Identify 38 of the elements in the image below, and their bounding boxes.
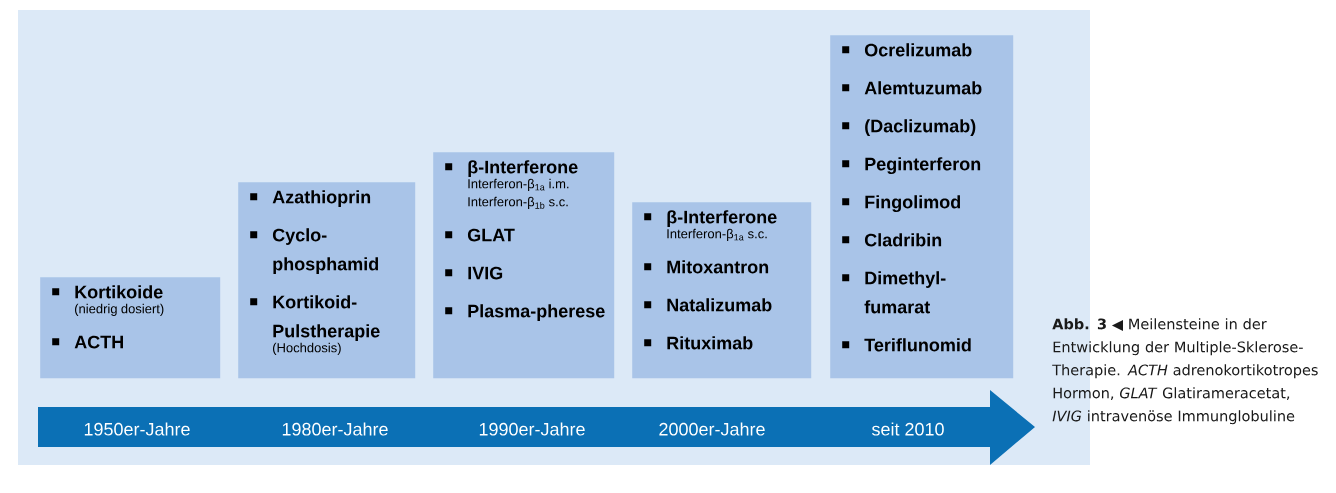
timeline-arrow bbox=[38, 390, 1035, 465]
era-label: 1950er-Jahre bbox=[84, 422, 190, 436]
list-item: Dimethyl-fumarat bbox=[842, 271, 946, 314]
era-label: 2000er-Jahre bbox=[659, 422, 765, 436]
list-item: (Daclizumab) bbox=[842, 119, 976, 136]
list-item: GLAT bbox=[445, 228, 515, 242]
caption: Abb. 3 ◀ Meilensteine in der Entwicklung der Multiple-Sklerose-Therapie. ACTH adrenokortikotropes Hormon, GLAT Glatirameracetat, IVIG intravenöse Immunglobuline bbox=[1052, 318, 1318, 425]
list-item: Alemtuzumab bbox=[842, 81, 982, 95]
era-box bbox=[238, 182, 416, 379]
list-item: Ocrelizumab bbox=[842, 43, 972, 57]
list-item: Fingolimod bbox=[842, 195, 961, 213]
list-item: IVIG bbox=[445, 266, 503, 280]
list-item: Cladribin bbox=[842, 233, 942, 247]
note: Interferon-β$_{1a}$ i.m. bbox=[468, 178, 569, 191]
era-label: 1990er-Jahre bbox=[479, 422, 585, 436]
list-item: Azathioprin bbox=[250, 190, 371, 207]
note: (niedrig dosiert) bbox=[75, 303, 164, 316]
note: (Hochdosis) bbox=[273, 342, 341, 355]
list-item: Kortikoide bbox=[52, 285, 163, 299]
note: Interferon-β$_{1b}$ s.c. bbox=[468, 196, 568, 209]
era-box bbox=[40, 277, 221, 379]
list-item: Natalizumab bbox=[644, 298, 772, 312]
list-item: Mitoxantron bbox=[644, 260, 769, 274]
era-label: seit 2010 bbox=[872, 422, 944, 436]
list-item: Peginterferon bbox=[842, 157, 981, 175]
era-box bbox=[632, 202, 812, 379]
list-item: Plasma-pherese bbox=[445, 304, 605, 321]
list-item: β-Interferone bbox=[445, 160, 578, 177]
list-item: β-Interferone bbox=[644, 210, 777, 227]
list-item: Kortikoid-Pulstherapie bbox=[250, 295, 380, 341]
list-item: Teriflunomid bbox=[842, 338, 971, 352]
list-item: ACTH bbox=[52, 335, 123, 349]
list-item: Rituximab bbox=[644, 336, 753, 350]
era-label: 1980er-Jahre bbox=[282, 422, 388, 436]
era-box bbox=[433, 152, 615, 379]
note: Interferon-β$_{1a}$ s.c. bbox=[667, 228, 767, 241]
era-box bbox=[830, 35, 1014, 379]
list-item: Cyclo-phosphamid bbox=[250, 228, 379, 274]
